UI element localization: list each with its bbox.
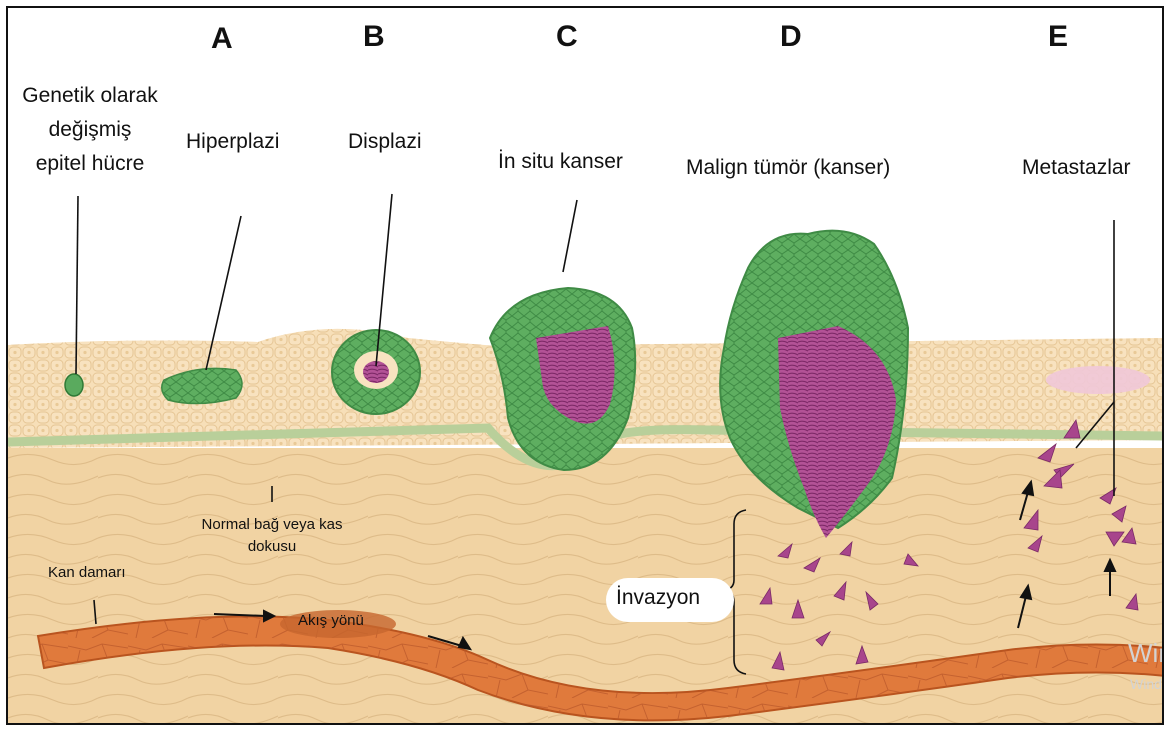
stage-name-hyperplasia: Hiperplazi <box>186 130 279 154</box>
vessel-label: Kan damarı <box>48 564 126 581</box>
stage-letter-b: B <box>363 20 385 54</box>
altered-cell <box>65 374 83 396</box>
metastasis-patch <box>1046 366 1150 394</box>
stage-letter-a: A <box>211 22 233 56</box>
altered-cell-label-2: değişmiş <box>10 118 170 142</box>
tissue-label-1: Normal bağ veya kas <box>172 516 372 533</box>
stage-letter-d: D <box>780 20 802 54</box>
flow-label: Akış yönü <box>298 612 364 629</box>
watermark-line-1: Win <box>1128 638 1164 669</box>
stage-name-malignant: Malign tümör (kanser) <box>686 156 890 180</box>
invasion-label: İnvazyon <box>616 586 700 610</box>
stage-name-in-situ: İn situ kanser <box>498 150 623 174</box>
stage-name-dysplasia: Displazi <box>348 130 422 154</box>
watermark-line-2: Wind <box>1130 676 1162 692</box>
stage-name-metastasis: Metastazlar <box>1022 156 1131 180</box>
stage-letter-c: C <box>556 20 578 54</box>
stage-letter-e: E <box>1048 20 1068 54</box>
tissue-illustration <box>8 8 1164 725</box>
tissue-label-2: dokusu <box>172 538 372 555</box>
diagram-frame: A B C D E Hiperplazi Displazi İn situ ka… <box>6 6 1164 725</box>
altered-cell-label-1: Genetik olarak <box>10 84 170 108</box>
altered-cell-label-3: epitel hücre <box>10 152 170 176</box>
